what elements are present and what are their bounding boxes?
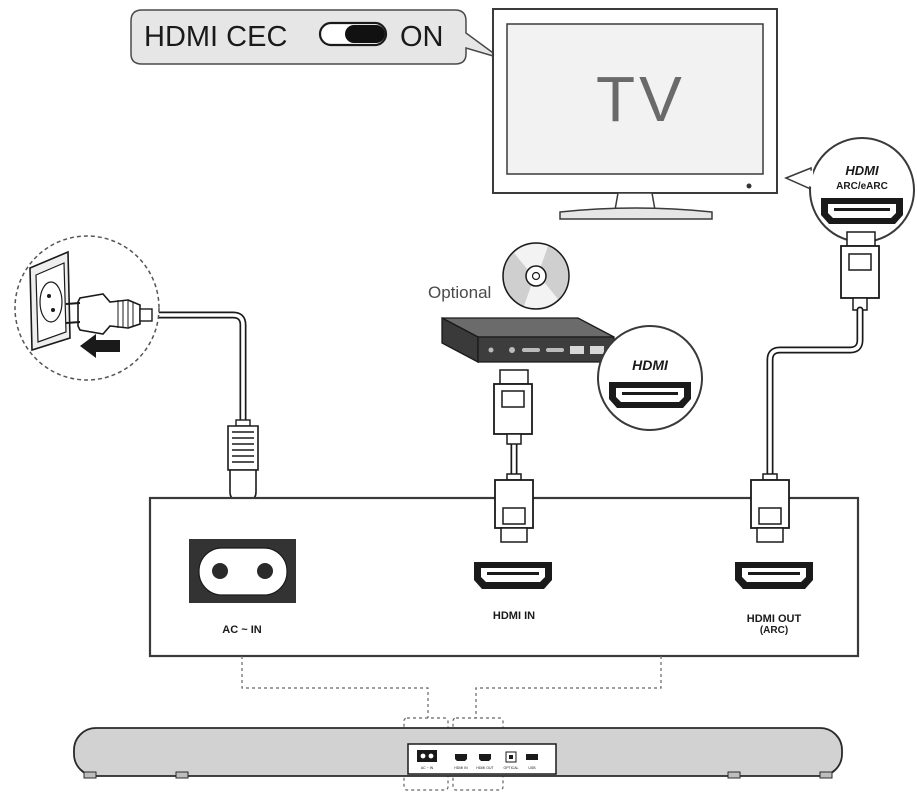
tv-hdmi-logo: HDMI	[845, 163, 879, 178]
hdmi-connector-icon	[750, 473, 790, 543]
hdmi-arc-cable-inner	[768, 308, 862, 476]
hdmi-connector-icon	[493, 369, 533, 445]
hdmi-connector-icon	[840, 231, 880, 311]
hdmi-cec-callout: HDMI CEC ON	[130, 9, 501, 65]
hdmi-port-icon	[474, 562, 552, 589]
power-cable-outer	[146, 311, 247, 424]
tv-hdmi-arc-callout: HDMI ARC/eARC	[784, 137, 915, 243]
hdmi-in-label: HDMI IN	[493, 610, 535, 622]
mini-label-ac: AC ~ IN	[421, 766, 434, 770]
wall-outlet-callout	[14, 235, 160, 381]
optional-label: Optional	[428, 283, 491, 302]
wall-outlet-icon	[29, 250, 71, 352]
push-arrow-icon	[80, 334, 120, 358]
hdmi-connector-icon	[494, 473, 534, 543]
cables	[146, 306, 864, 478]
power-cable-inner	[148, 313, 245, 422]
tv-label: TV	[596, 63, 686, 135]
hdmi-out-sub-label: (ARC)	[760, 625, 788, 636]
player-hdmi-callout: HDMI	[597, 325, 703, 431]
cec-state-label: ON	[400, 21, 444, 53]
soundbar-connector-panel: AC ~ IN HDMI IN HDMI OUT OPTICAL USB	[407, 743, 557, 775]
hdmi-cec-label: HDMI CEC	[144, 21, 287, 53]
optional-player: Optional	[428, 242, 615, 364]
soundbar-back-panel: AC ~ IN HDMI IN HDMI OUT (ARC)	[148, 496, 860, 658]
mini-label-hdmi-in: HDMI IN	[454, 766, 468, 770]
tv-arc-label: ARC/eARC	[836, 181, 888, 192]
hdmi-out-label: HDMI OUT	[747, 613, 802, 625]
mini-label-optical: OPTICAL	[504, 766, 519, 770]
iec-plug-icon	[227, 419, 259, 515]
player-hdmi-logo: HDMI	[632, 357, 669, 373]
disc-icon	[502, 242, 570, 310]
soundbar: AC ~ IN HDMI IN HDMI OUT OPTICAL USB	[73, 727, 843, 779]
tv-power-led	[746, 183, 752, 189]
mini-label-hdmi-out: HDMI OUT	[476, 766, 494, 770]
hdmi-port-icon	[609, 382, 691, 408]
toggle-switch-icon	[318, 21, 388, 47]
power-plug-icon	[65, 293, 153, 335]
mini-label-usb: USB	[528, 766, 536, 770]
tv-stand-base	[559, 207, 713, 220]
hdmi-port-icon	[821, 198, 903, 224]
tv: TV	[492, 8, 778, 220]
hdmi-port-icon	[735, 562, 813, 589]
ac-inlet-icon	[189, 539, 296, 603]
hdmi-arc-cable-outer	[766, 306, 864, 478]
ac-in-label: AC ~ IN	[222, 624, 261, 636]
player-body	[441, 316, 615, 364]
